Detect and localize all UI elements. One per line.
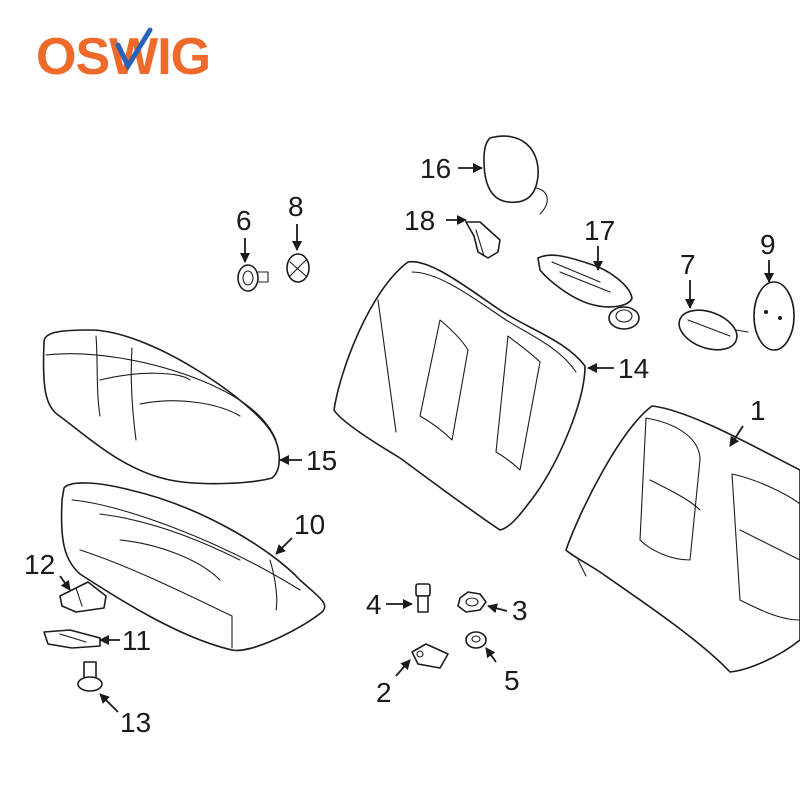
callout-2-label: 2 bbox=[376, 677, 392, 708]
callout-10-label: 10 bbox=[294, 509, 325, 540]
part-8-clip bbox=[286, 253, 310, 283]
part-6-fastener bbox=[237, 264, 269, 292]
callout-11-label: 11 bbox=[122, 625, 151, 656]
callout-18-label: 18 bbox=[404, 205, 435, 236]
callout-7-label: 7 bbox=[680, 249, 696, 280]
part-3-nut bbox=[457, 591, 487, 613]
part-13-bolt bbox=[77, 661, 103, 692]
callout-9-label: 9 bbox=[760, 229, 776, 260]
arrow-1 bbox=[729, 425, 744, 447]
callout-12-label: 12 bbox=[24, 549, 55, 580]
part-10-seat-frame bbox=[60, 482, 326, 652]
part-1-seatback-frame bbox=[565, 405, 800, 673]
callout-16-label: 16 bbox=[420, 153, 451, 184]
callout-labels: 1 2 3 4 5 6 7 8 9 10 11 12 13 14 15 16 1… bbox=[24, 153, 776, 738]
part-5-washer bbox=[465, 631, 487, 649]
callout-15-label: 15 bbox=[306, 445, 337, 476]
callout-3-label: 3 bbox=[512, 595, 528, 626]
arrow-13 bbox=[99, 693, 119, 713]
arrow-2 bbox=[395, 659, 411, 677]
part-11-strap bbox=[43, 629, 101, 649]
callout-1-label: 1 bbox=[750, 395, 766, 426]
part-14-seatback-cover bbox=[333, 260, 586, 531]
part-15-seat-cushion bbox=[42, 329, 281, 485]
part-4-bolt bbox=[415, 583, 431, 613]
callout-4-label: 4 bbox=[366, 589, 382, 620]
arrow-3 bbox=[487, 603, 508, 614]
part-2-bracket bbox=[411, 643, 449, 669]
part-17-latch bbox=[537, 254, 640, 330]
callout-17-label: 17 bbox=[584, 215, 615, 246]
callout-13-label: 13 bbox=[120, 707, 151, 738]
callout-6-label: 6 bbox=[236, 205, 252, 236]
callout-14-label: 14 bbox=[618, 353, 649, 384]
part-12-bracket bbox=[59, 581, 107, 613]
callout-8-label: 8 bbox=[288, 191, 304, 222]
part-9-disc bbox=[753, 281, 795, 351]
arrow-10 bbox=[275, 537, 293, 555]
callout-5-label: 5 bbox=[504, 665, 520, 696]
arrow-12 bbox=[59, 575, 71, 591]
part-7-oval-cover bbox=[678, 309, 749, 351]
part-16-headrest bbox=[483, 135, 548, 215]
brand-logo: OSWIG bbox=[36, 27, 211, 86]
part-18-bracket bbox=[465, 221, 501, 259]
logo-check-icon bbox=[115, 27, 153, 72]
arrow-5 bbox=[485, 647, 497, 663]
callout-arrows bbox=[59, 163, 774, 713]
